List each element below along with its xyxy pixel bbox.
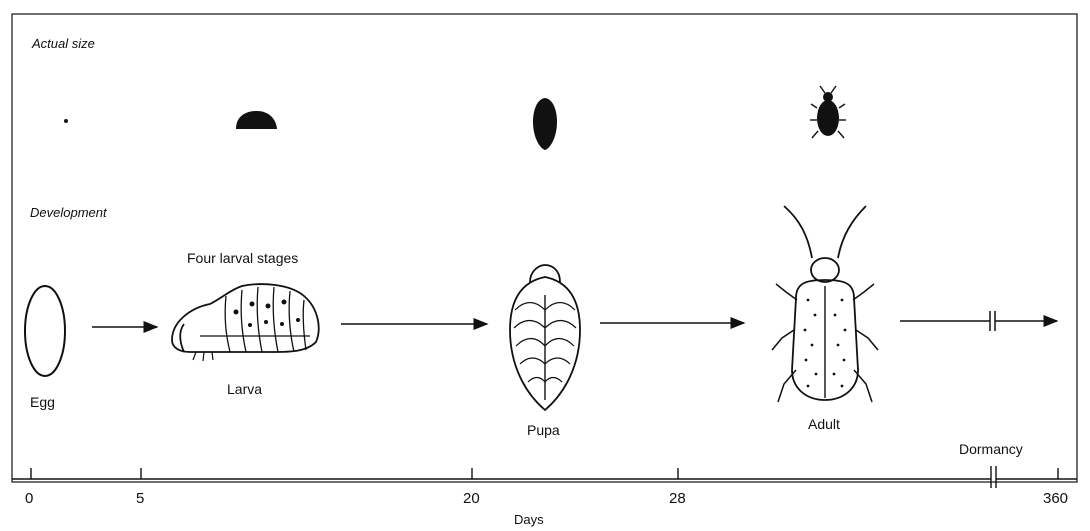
actual-size-larva-silhouette — [236, 111, 277, 129]
four-larval-stages-label: Four larval stages — [187, 250, 298, 266]
actual-size-egg-dot — [64, 119, 68, 123]
tick-label-360: 360 — [1043, 490, 1068, 507]
larva-drawing — [172, 284, 319, 361]
egg-drawing — [25, 286, 65, 376]
days-axis-label: Days — [514, 512, 544, 527]
arrow-adult-to-dormancy — [900, 311, 1057, 331]
pupa-label: Pupa — [527, 422, 560, 438]
days-axis — [12, 466, 1077, 488]
tick-label-0: 0 — [25, 490, 33, 507]
actual-size-pupa-silhouette — [533, 98, 557, 150]
tick-label-5: 5 — [136, 490, 144, 507]
diagram-frame — [12, 14, 1077, 482]
actual-size-heading: Actual size — [32, 36, 95, 51]
actual-size-adult-silhouette — [810, 86, 846, 138]
actual-size-row — [64, 86, 846, 150]
tick-label-20: 20 — [463, 490, 480, 507]
adult-drawing — [772, 206, 878, 402]
pupa-drawing — [510, 265, 580, 410]
dormancy-label: Dormancy — [959, 441, 1023, 457]
tick-label-28: 28 — [669, 490, 686, 507]
larva-label: Larva — [227, 381, 262, 397]
development-heading: Development — [30, 205, 107, 220]
egg-label: Egg — [30, 394, 55, 410]
adult-label: Adult — [808, 416, 840, 432]
